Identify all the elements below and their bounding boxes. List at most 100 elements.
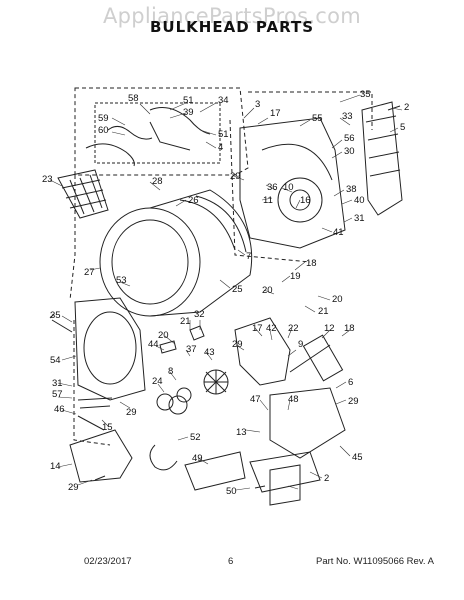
watermark-text: AppliancePartsPros.com (102, 4, 362, 28)
rear-bulkhead-arc (261, 143, 333, 181)
part-callout-label: 26 (188, 195, 199, 206)
rear-bulkhead-hub-inner (289, 189, 311, 211)
sensor-part (189, 325, 205, 341)
part-callout-label: 24 (152, 376, 163, 387)
part-callout-label: 16 (300, 195, 311, 206)
part-callout-label: 38 (346, 184, 357, 195)
screw-part (254, 485, 266, 489)
part-callout-label: 12 (324, 323, 335, 334)
clip-part (107, 126, 153, 140)
part-callout-label: 53 (116, 275, 127, 286)
part-callout-label: 29 (126, 407, 137, 418)
part-callout-label: 21 (180, 316, 191, 327)
drum-front-rim (99, 207, 201, 317)
part-callout-label: 29 (232, 339, 243, 350)
clip-part (85, 143, 135, 167)
screw-part (94, 475, 106, 481)
ring-part (176, 387, 192, 403)
rear-bulkhead-hub (277, 177, 323, 223)
drum-shell (149, 189, 253, 317)
part-callout-label: 13 (236, 427, 247, 438)
part-callout-label: 58 (128, 93, 139, 104)
part-callout-label: 10 (283, 182, 294, 193)
bracket-part (149, 107, 211, 135)
support-bracket (269, 464, 301, 506)
part-callout-label: 46 (54, 404, 65, 415)
screw-part (387, 105, 401, 111)
duct-bracket (249, 451, 321, 493)
part-callout-label: 51 (218, 129, 229, 140)
part-callout-label: 15 (102, 422, 113, 433)
rear-bulkhead (239, 117, 346, 249)
part-callout-label: 31 (52, 378, 63, 389)
part-callout-label: 27 (84, 267, 95, 278)
part-callout-label: 49 (192, 453, 203, 464)
part-callout-label: 35 (360, 89, 371, 100)
dashed-group-outline (69, 175, 76, 301)
part-callout-label: 18 (344, 323, 355, 334)
part-callout-label: 17 (252, 323, 263, 334)
part-callout-label: 7 (246, 251, 251, 262)
part-callout-label: 8 (168, 366, 173, 377)
ring-part (168, 395, 188, 415)
part-callout-label: 41 (333, 227, 344, 238)
lint-duct (69, 429, 133, 483)
part-callout-label: 37 (186, 344, 197, 355)
motor-body (302, 334, 344, 382)
part-callout-label: 2 (324, 473, 329, 484)
part-callout-label: 22 (288, 323, 299, 334)
part-callout-label: 33 (342, 111, 353, 122)
part-callout-label: 32 (194, 309, 205, 320)
part-callout-label: 20 (262, 285, 273, 296)
cable-part (149, 444, 178, 471)
part-callout-label: 52 (190, 432, 201, 443)
part-callout-label: 42 (266, 323, 277, 334)
drum-baffle (195, 195, 247, 253)
part-callout-label: 29 (348, 396, 359, 407)
drum-baffle (179, 199, 236, 251)
part-callout-label: 5 (400, 122, 405, 133)
dashed-group-outline (73, 320, 111, 446)
front-bulkhead-opening (83, 311, 137, 385)
dashed-group-outline (248, 91, 373, 130)
motor-shaft (289, 344, 331, 373)
part-callout-label: 4 (218, 142, 223, 153)
part-callout-label: 51 (183, 95, 194, 106)
part-callout-label: 21 (318, 306, 329, 317)
rod-part (77, 397, 113, 409)
lint-screen-mesh (61, 174, 107, 215)
part-callout-label: 34 (218, 95, 229, 106)
page-title: BULKHEAD PARTS (149, 18, 314, 36)
part-callout-label: 3 (255, 99, 260, 110)
heater-duct (361, 101, 403, 216)
part-callout-label: 43 (204, 347, 215, 358)
sensor-part (159, 340, 177, 354)
dashed-group-outline (229, 119, 311, 263)
part-callout-label: 31 (354, 213, 365, 224)
part-callout-label: 50 (226, 486, 237, 497)
part-callout-label: 54 (50, 355, 61, 366)
part-callout-label: 11 (263, 195, 273, 206)
part-callout-label: 17 (270, 108, 281, 119)
air-duct (269, 387, 346, 459)
part-callout-label: 29 (230, 171, 241, 182)
footer-date: 02/23/2017 (84, 556, 132, 567)
part-callout-label: 19 (290, 271, 301, 282)
part-callout-label: 25 (232, 284, 243, 295)
part-callout-label: 60 (98, 125, 109, 136)
drum-front-opening (111, 219, 189, 305)
lint-screen (57, 169, 109, 219)
blower-housing (234, 317, 291, 386)
blower-wheel-fins (204, 370, 228, 394)
part-callout-label: 47 (250, 394, 261, 405)
ring-part (156, 393, 174, 411)
part-callout-label: 20 (158, 330, 169, 341)
rod-part (77, 415, 105, 431)
front-bulkhead (74, 297, 146, 401)
part-callout-label: 40 (354, 195, 365, 206)
part-callout-label: 45 (352, 452, 363, 463)
part-callout-label: 20 (332, 294, 343, 305)
part-callout-label: 56 (344, 133, 355, 144)
bracket-part (149, 121, 191, 151)
